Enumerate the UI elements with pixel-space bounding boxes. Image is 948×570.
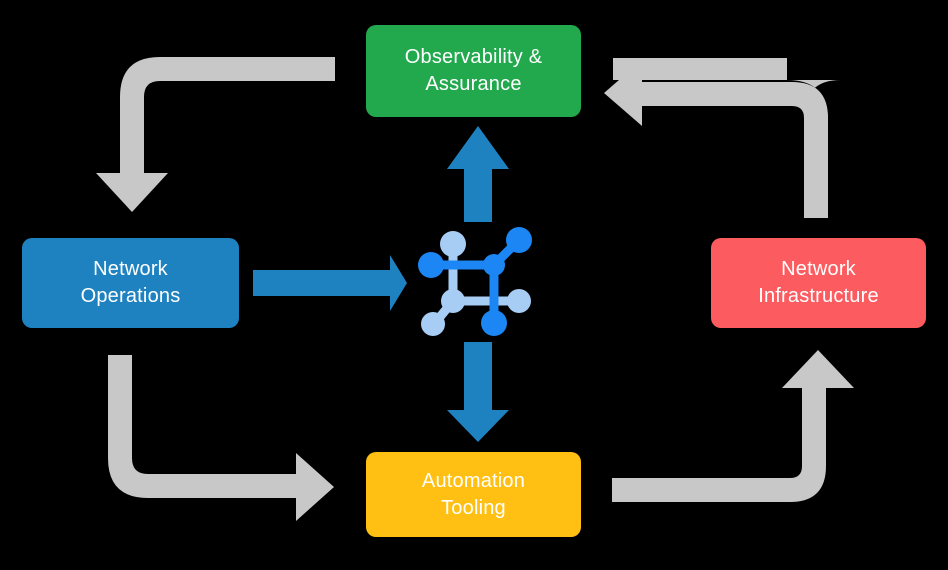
arrow-infrastructure-to-observability xyxy=(613,58,841,218)
node-network-infrastructure-label: Network Infrastructure xyxy=(758,258,879,307)
arrow-operations-to-automation xyxy=(108,355,334,521)
network-graph-icon xyxy=(418,227,532,336)
node-observability-assurance[interactable]: Observability & Assurance xyxy=(366,25,581,117)
node-network-operations-label: Network Operations xyxy=(80,258,181,307)
node-automation-tooling[interactable]: Automation Tooling xyxy=(366,452,581,537)
arrow-hub-to-observability xyxy=(447,126,509,222)
network-icon-light-nodes xyxy=(421,231,531,336)
node-observability-assurance-label: Observability & Assurance xyxy=(404,46,543,95)
arrow-infrastructure-to-observability-body xyxy=(604,60,828,218)
arrow-operations-to-hub xyxy=(253,255,407,311)
network-icon-dark-nodes xyxy=(418,227,532,336)
node-network-infrastructure[interactable]: Network Infrastructure xyxy=(711,238,926,328)
node-automation-tooling-label: Automation Tooling xyxy=(421,469,526,519)
node-network-operations[interactable]: Network Operations xyxy=(22,238,239,328)
arrow-observability-to-operations xyxy=(96,57,335,212)
arrow-automation-to-infrastructure xyxy=(612,350,854,502)
arrow-hub-to-automation xyxy=(447,342,509,442)
